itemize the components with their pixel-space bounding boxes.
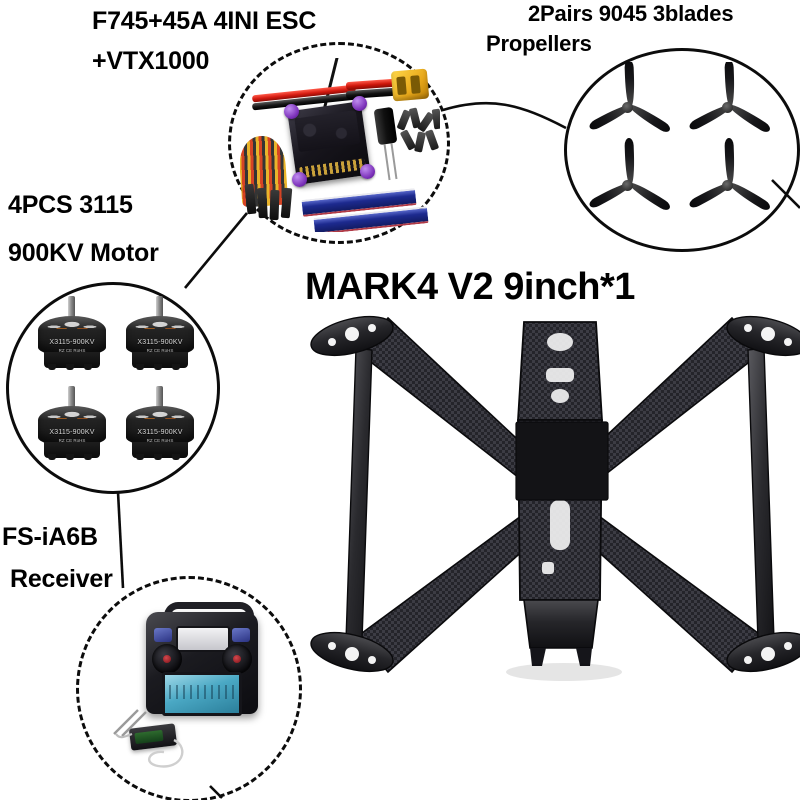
propeller-1 <box>582 62 674 154</box>
motor-3: X3115-900KV RZ CE RoHS <box>34 386 110 468</box>
motor-windings <box>134 324 186 333</box>
callout-label-motors-line2: 900KV Motor <box>8 239 159 267</box>
motor-sublabel: RZ CE RoHS <box>146 438 174 443</box>
motor-windings <box>134 414 186 423</box>
xt60-connector-icon <box>390 68 430 102</box>
motor-sublabel: RZ CE RoHS <box>58 438 86 443</box>
transmitter-top-panel <box>176 626 230 652</box>
motor-label: X3115-900KV <box>137 429 183 436</box>
motor-shaft <box>68 296 75 322</box>
motor-sublabel: RZ CE RoHS <box>58 348 86 353</box>
soft-mount-grommet-3 <box>292 172 307 187</box>
mounting-hardware-group <box>396 107 440 156</box>
callout-label-esc-line1: F745+45A 4INI ESC <box>92 7 317 35</box>
propeller-hub <box>722 102 733 113</box>
motor-label: X3115-900KV <box>49 429 95 436</box>
motor-windings <box>46 324 98 333</box>
callout-label-propellers-line2: Propellers <box>486 31 592 56</box>
motor-label: X3115-900KV <box>49 339 95 346</box>
propeller-3 <box>582 137 674 232</box>
carbon-fiber-frame-illustration <box>310 315 800 681</box>
motor-mount <box>132 352 188 370</box>
propeller-4 <box>682 137 774 232</box>
motor-1: X3115-900KV RZ CE RoHS <box>34 296 110 378</box>
callout-circle-propellers <box>564 48 800 252</box>
motor-mount <box>44 352 100 370</box>
callout-label-esc-line2: +VTX1000 <box>92 47 210 75</box>
transmitter-gimbal-right <box>222 644 252 674</box>
propellers-group <box>578 62 788 240</box>
leader-line-motor-to-esc <box>183 212 249 289</box>
callout-label-receiver-line2: Receiver <box>10 565 113 593</box>
motor-shaft <box>156 386 163 412</box>
capacitor-icon <box>373 106 398 146</box>
receiver-antennas-and-cable <box>113 709 184 768</box>
dupont-pin-4 <box>280 187 293 219</box>
propeller-hub <box>622 102 633 113</box>
product-title: MARK4 V2 9inch*1 <box>305 266 635 308</box>
soft-mount-grommet-1 <box>284 104 299 119</box>
propeller-hub <box>722 180 733 191</box>
motor-4: X3115-900KV RZ CE RoHS <box>122 386 198 468</box>
callout-circle-esc <box>228 42 450 244</box>
motor-sublabel: RZ CE RoHS <box>146 348 174 353</box>
propeller-2 <box>682 62 774 154</box>
callout-label-propellers-line1: 2Pairs 9045 3blades <box>528 1 734 26</box>
callout-label-motors-line1: 4PCS 3115 <box>8 191 133 219</box>
motor-mount <box>44 442 100 460</box>
leader-line-motor-to-receiver <box>116 491 125 589</box>
transmitter-switch-left <box>154 628 172 642</box>
motors-group: X3115-900KV RZ CE RoHS X3115-900KV RZ CE… <box>18 296 208 478</box>
leader-line-esc-to-props <box>442 101 567 130</box>
callout-label-receiver-line1: FS-iA6B <box>2 523 98 551</box>
callout-circle-motors <box>6 282 220 494</box>
receiver-group <box>104 600 290 780</box>
motor-label: X3115-900KV <box>137 339 183 346</box>
propeller-hub <box>622 180 633 191</box>
soft-mount-grommet-4 <box>360 164 375 179</box>
esc-parts-group <box>240 58 440 232</box>
motor-windings <box>46 414 98 423</box>
dupont-pin-2 <box>257 187 268 219</box>
transmitter-switch-right <box>232 628 250 642</box>
transmitter-gimbal-left <box>152 644 182 674</box>
motor-2: X3115-900KV RZ CE RoHS <box>122 296 198 378</box>
transmitter-lcd-screen <box>162 672 242 716</box>
dupont-pin-3 <box>269 189 280 221</box>
motor-shaft <box>156 296 163 322</box>
motor-mount <box>132 442 188 460</box>
soft-mount-grommet-2 <box>352 96 367 111</box>
motor-shaft <box>68 386 75 412</box>
